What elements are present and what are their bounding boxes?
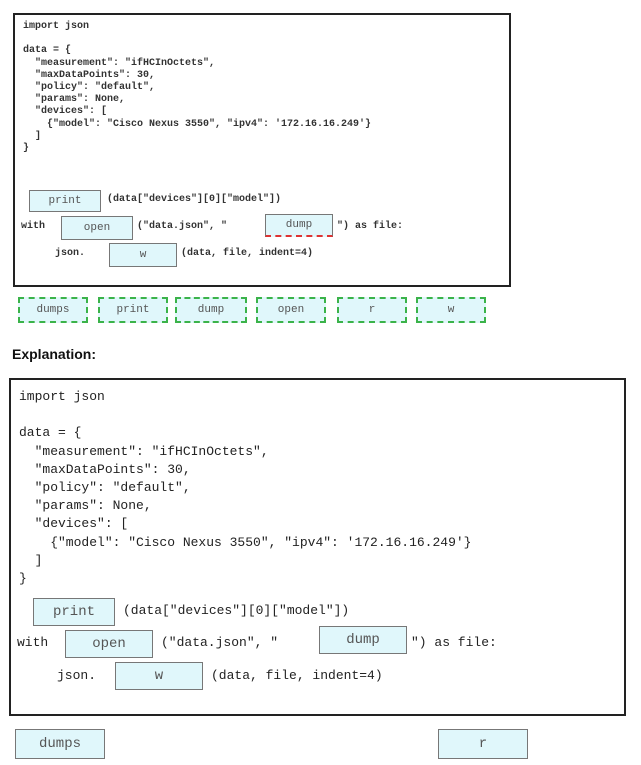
code-line: {"model": "Cisco Nexus 3550", "ipv4": '1…: [19, 534, 472, 550]
code-line: data = {: [23, 45, 72, 57]
explanation-heading: Explanation:: [12, 346, 97, 362]
code-line: "maxDataPoints": 30,: [19, 461, 191, 477]
answer-code-box: import json data = { "measurement": "ifH…: [9, 378, 626, 716]
code-with: with: [21, 221, 46, 232]
code-line: "measurement": "ifHCInOctets",: [23, 57, 216, 69]
answer-open-args: ("data.json", ": [161, 635, 279, 650]
code-line: "measurement": "ifHCInOctets",: [19, 443, 269, 459]
code-line: ]: [19, 552, 43, 568]
code-dump-args: (data, file, indent=4): [181, 248, 314, 259]
code-as-file: ") as file:: [337, 221, 404, 232]
code-line: "params": None,: [19, 498, 152, 514]
code-line: }: [19, 571, 27, 587]
answer-slot-1: print: [33, 598, 115, 626]
option-w[interactable]: w: [416, 297, 486, 323]
slot-3[interactable]: dump: [265, 214, 333, 237]
option-dump[interactable]: dump: [175, 297, 247, 323]
answer-print-args: (data["devices"][0]["model"]): [123, 603, 350, 618]
question-code: import json data = { "measurement": "ifH…: [23, 21, 371, 155]
answer-with: with: [17, 635, 49, 650]
answer-json: json.: [57, 668, 97, 683]
option-dumps[interactable]: dumps: [18, 297, 88, 323]
answer-slot-4: w: [115, 662, 203, 690]
answer-dump-args: (data, file, indent=4): [211, 668, 383, 683]
answer-code: import json data = { "measurement": "ifH…: [19, 388, 471, 588]
code-line: import json: [19, 389, 105, 404]
code-line: [23, 33, 371, 45]
option-print[interactable]: print: [98, 297, 168, 323]
code-line: "policy": "default",: [23, 82, 156, 94]
code-line: "devices": [: [19, 516, 129, 532]
code-line: {"model": "Cisco Nexus 3550", "ipv4": '1…: [23, 118, 372, 130]
slot-1[interactable]: print: [29, 190, 101, 212]
code-line: }: [23, 143, 30, 155]
code-line: import json: [23, 21, 90, 32]
code-line: "maxDataPoints": 30,: [23, 69, 156, 81]
code-line: "devices": [: [23, 106, 108, 118]
code-line-print-args: (data["devices"][0]["model"]): [107, 194, 282, 205]
code-line: [19, 406, 471, 424]
question-code-box: import json data = { "measurement": "ifH…: [13, 13, 511, 287]
slot-2[interactable]: open: [61, 216, 133, 240]
code-json: json.: [55, 248, 86, 259]
remaining-option-dumps: dumps: [15, 729, 105, 759]
answer-as-file: ") as file:: [411, 635, 497, 650]
option-open[interactable]: open: [256, 297, 326, 323]
slot-4[interactable]: w: [109, 243, 177, 267]
code-line: data = {: [19, 425, 82, 441]
code-open-args: ("data.json", ": [137, 221, 228, 232]
option-r[interactable]: r: [337, 297, 407, 323]
answer-slot-3: dump: [319, 626, 407, 654]
code-line: "policy": "default",: [19, 480, 191, 496]
answer-slot-2: open: [65, 630, 153, 658]
remaining-option-r: r: [438, 729, 528, 759]
code-line: "params": None,: [23, 94, 126, 106]
code-line: ]: [23, 130, 42, 142]
